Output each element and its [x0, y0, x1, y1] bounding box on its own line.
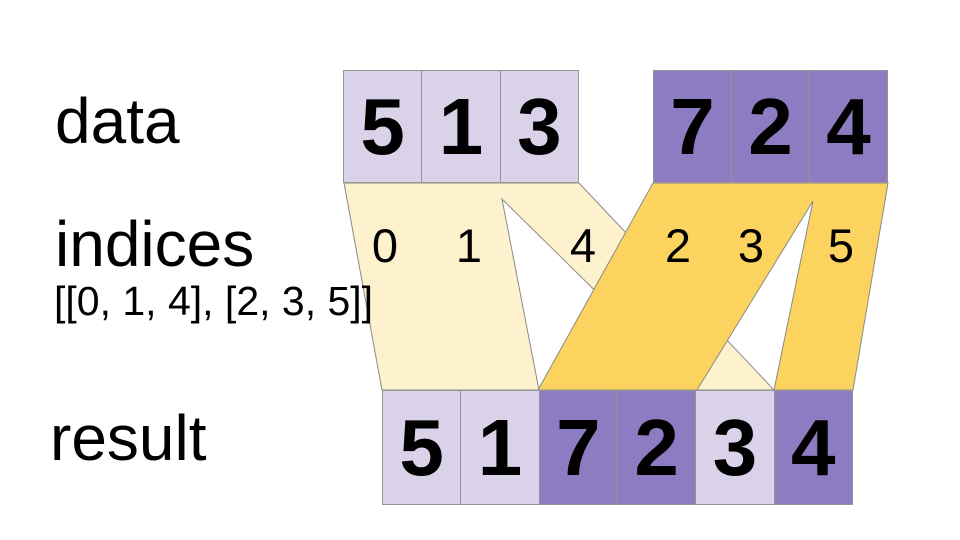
- data-cell: 1: [421, 70, 501, 183]
- data-cell: 7: [653, 70, 732, 183]
- index-digit-2: 2: [665, 219, 691, 272]
- index-digit-5: 5: [828, 219, 854, 272]
- index-digit-4: 4: [570, 219, 596, 272]
- data-cell: 4: [809, 70, 888, 183]
- index-digit-1: 1: [456, 219, 482, 272]
- result-label: result: [50, 402, 207, 474]
- result-array: 5 1 7 2 3 4: [382, 390, 853, 505]
- data-cell: 5: [343, 70, 423, 183]
- data-cell: 2: [731, 70, 810, 183]
- indices-value-text: [[0, 1, 4], [2, 3, 5]]: [54, 278, 374, 324]
- result-cell: 2: [616, 390, 697, 505]
- result-cell: 7: [538, 390, 618, 505]
- result-cell: 1: [460, 390, 540, 505]
- result-cell: 3: [695, 390, 775, 505]
- result-cell: 4: [773, 390, 853, 505]
- data-array-group1: 5 1 3: [343, 70, 579, 183]
- result-cell: 5: [382, 390, 462, 505]
- indices-label: indices: [55, 208, 255, 280]
- data-cell: 3: [499, 70, 579, 183]
- index-digit-0: 0: [372, 219, 398, 272]
- data-label: data: [55, 85, 180, 157]
- index-digit-3: 3: [738, 219, 764, 272]
- data-array-group2: 7 2 4: [653, 70, 888, 183]
